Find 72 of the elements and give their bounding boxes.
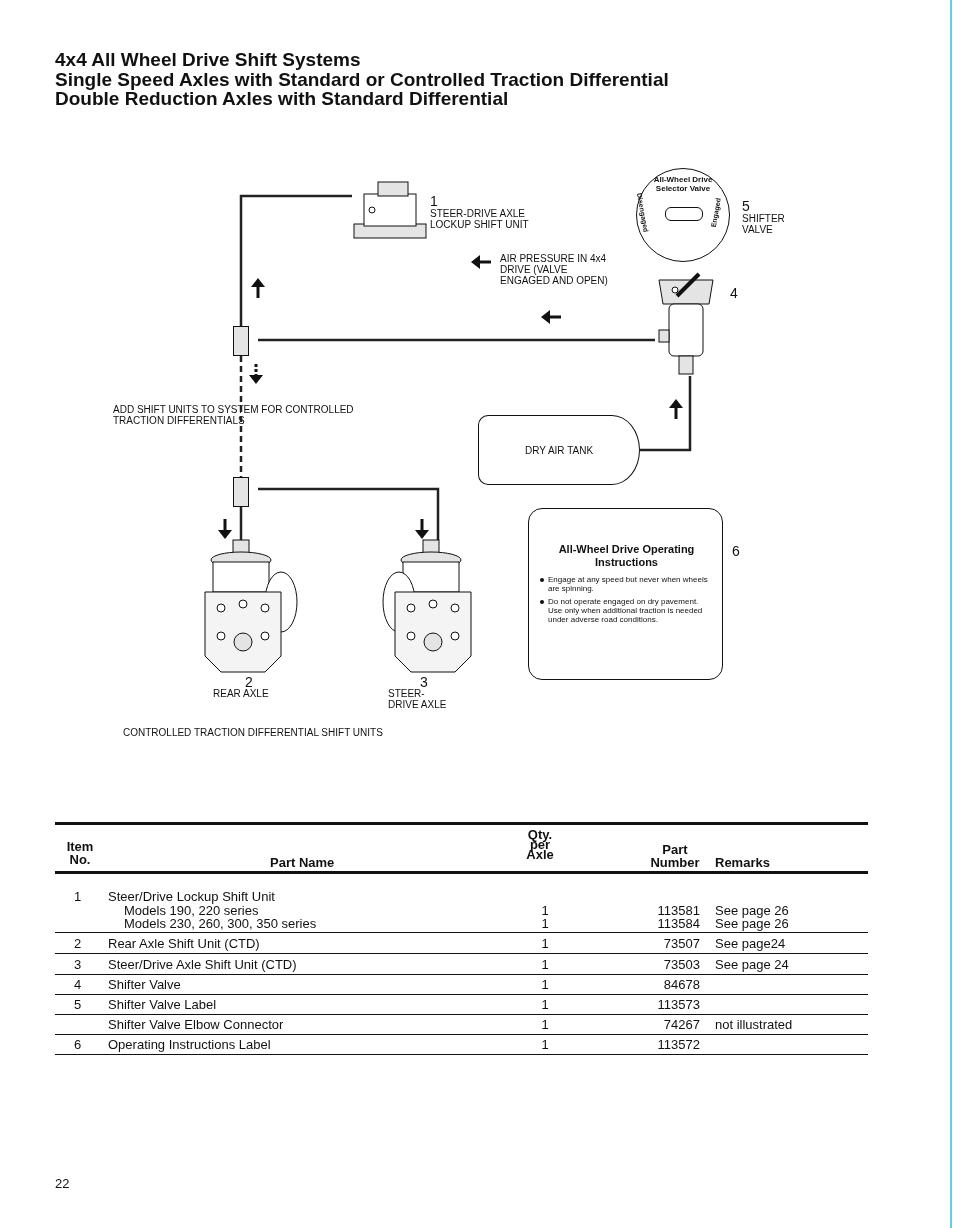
callout-number: 6	[732, 543, 740, 559]
part-name: Rear Axle Shift Unit (CTD)	[108, 936, 260, 951]
callout-number: 1	[430, 193, 438, 209]
item-number: 2	[73, 936, 82, 951]
quantity: 1	[541, 1037, 549, 1052]
part-label: SHIFTER VALVE	[742, 213, 786, 235]
instruction-label	[528, 508, 723, 680]
item-number: 1	[73, 889, 82, 904]
remark: See page24	[715, 936, 786, 951]
figure-caption: CONTROLLED TRACTION DIFFERENTIAL SHIFT UNITS	[123, 727, 383, 738]
column-header: Remarks	[715, 855, 770, 870]
remark: See page 26	[715, 903, 789, 918]
tee-fitting-drawing	[233, 477, 249, 507]
quantity: 1	[541, 977, 549, 992]
column-header: Qty. per Axle	[526, 827, 554, 862]
air-line	[239, 507, 243, 540]
part-number: 113581	[657, 903, 700, 918]
instruction-text: Do not operate engaged on dry pavement. Use only when additional traction is needed under adverse road conditions.	[548, 597, 704, 624]
part-number: 113584	[657, 916, 700, 931]
subtitle: Double Reduction Axles with Standard Differential	[55, 89, 509, 108]
part-number: 113573	[657, 997, 700, 1012]
part-name: Steer/Drive Axle Shift Unit (CTD)	[108, 957, 297, 972]
part-name: Shifter Valve Elbow Connector	[108, 1017, 284, 1032]
quantity: 1	[541, 957, 549, 972]
part-name: Shifter Valve Label	[108, 997, 217, 1012]
quantity: 1	[541, 1017, 549, 1032]
column-header: Part Name	[270, 855, 335, 870]
quantity: 1	[541, 936, 549, 951]
column-header: Item No.	[66, 839, 94, 867]
item-number: 5	[73, 997, 82, 1012]
part-name: Operating Instructions Label	[108, 1037, 271, 1052]
subtitle: Single Speed Axles with Standard or Controlled Traction Differential	[55, 70, 669, 89]
part-name: Steer/Drive Lockup Shift Unit	[108, 889, 275, 904]
title: 4x4 All Wheel Drive Shift Systems	[55, 50, 361, 69]
shift-unit-drawing	[352, 180, 428, 242]
part-number: 84678	[663, 977, 700, 992]
air-line	[640, 376, 692, 452]
remark: not illustrated	[715, 1017, 793, 1032]
part-name: Shifter Valve	[108, 977, 181, 992]
callout-number: 3	[420, 674, 428, 690]
label-heading: All-Wheel Drive Operating Instructions	[557, 543, 696, 569]
quantity: 1	[541, 916, 549, 931]
air-line	[258, 487, 440, 540]
part-number: 74267	[663, 1017, 700, 1032]
quantity: 1	[541, 997, 549, 1012]
shifter-valve-drawing	[655, 272, 717, 376]
part-name: Models 230, 260, 300, 350 series	[124, 916, 317, 931]
remark: See page 24	[715, 957, 789, 972]
item-number: 4	[73, 977, 82, 992]
callout-number: 2	[245, 674, 253, 690]
part-label: STEER-DRIVE AXLE	[388, 688, 448, 710]
part-name: Models 190, 220 series	[124, 903, 259, 918]
part-number: 113572	[657, 1037, 700, 1052]
air-line	[258, 338, 655, 342]
flow-note: AIR PRESSURE IN 4x4 DRIVE (VALVE ENGAGED AND OPEN)	[500, 253, 609, 286]
label-text: All-Wheel Drive Selector Valve	[652, 175, 714, 193]
part-number: 73507	[663, 936, 700, 951]
part-number: 73503	[663, 957, 700, 972]
quantity: 1	[541, 903, 549, 918]
callout-number: 4	[730, 285, 738, 301]
column-header: Part Number	[650, 842, 700, 870]
air-line	[239, 356, 243, 477]
air-line	[239, 194, 352, 326]
tee-fitting-drawing	[233, 326, 249, 356]
instruction-text: Engage at any speed but never when wheels are spinning.	[548, 575, 709, 593]
part-label: STEER-DRIVE AXLE LOCKUP SHIFT UNIT	[430, 208, 530, 230]
page-number: 22	[55, 1176, 70, 1191]
tank-label: DRY AIR TANK	[524, 444, 594, 456]
item-number: 3	[73, 957, 82, 972]
callout-number: 5	[742, 198, 750, 214]
item-number: 6	[73, 1037, 82, 1052]
part-label: REAR AXLE	[213, 688, 270, 699]
